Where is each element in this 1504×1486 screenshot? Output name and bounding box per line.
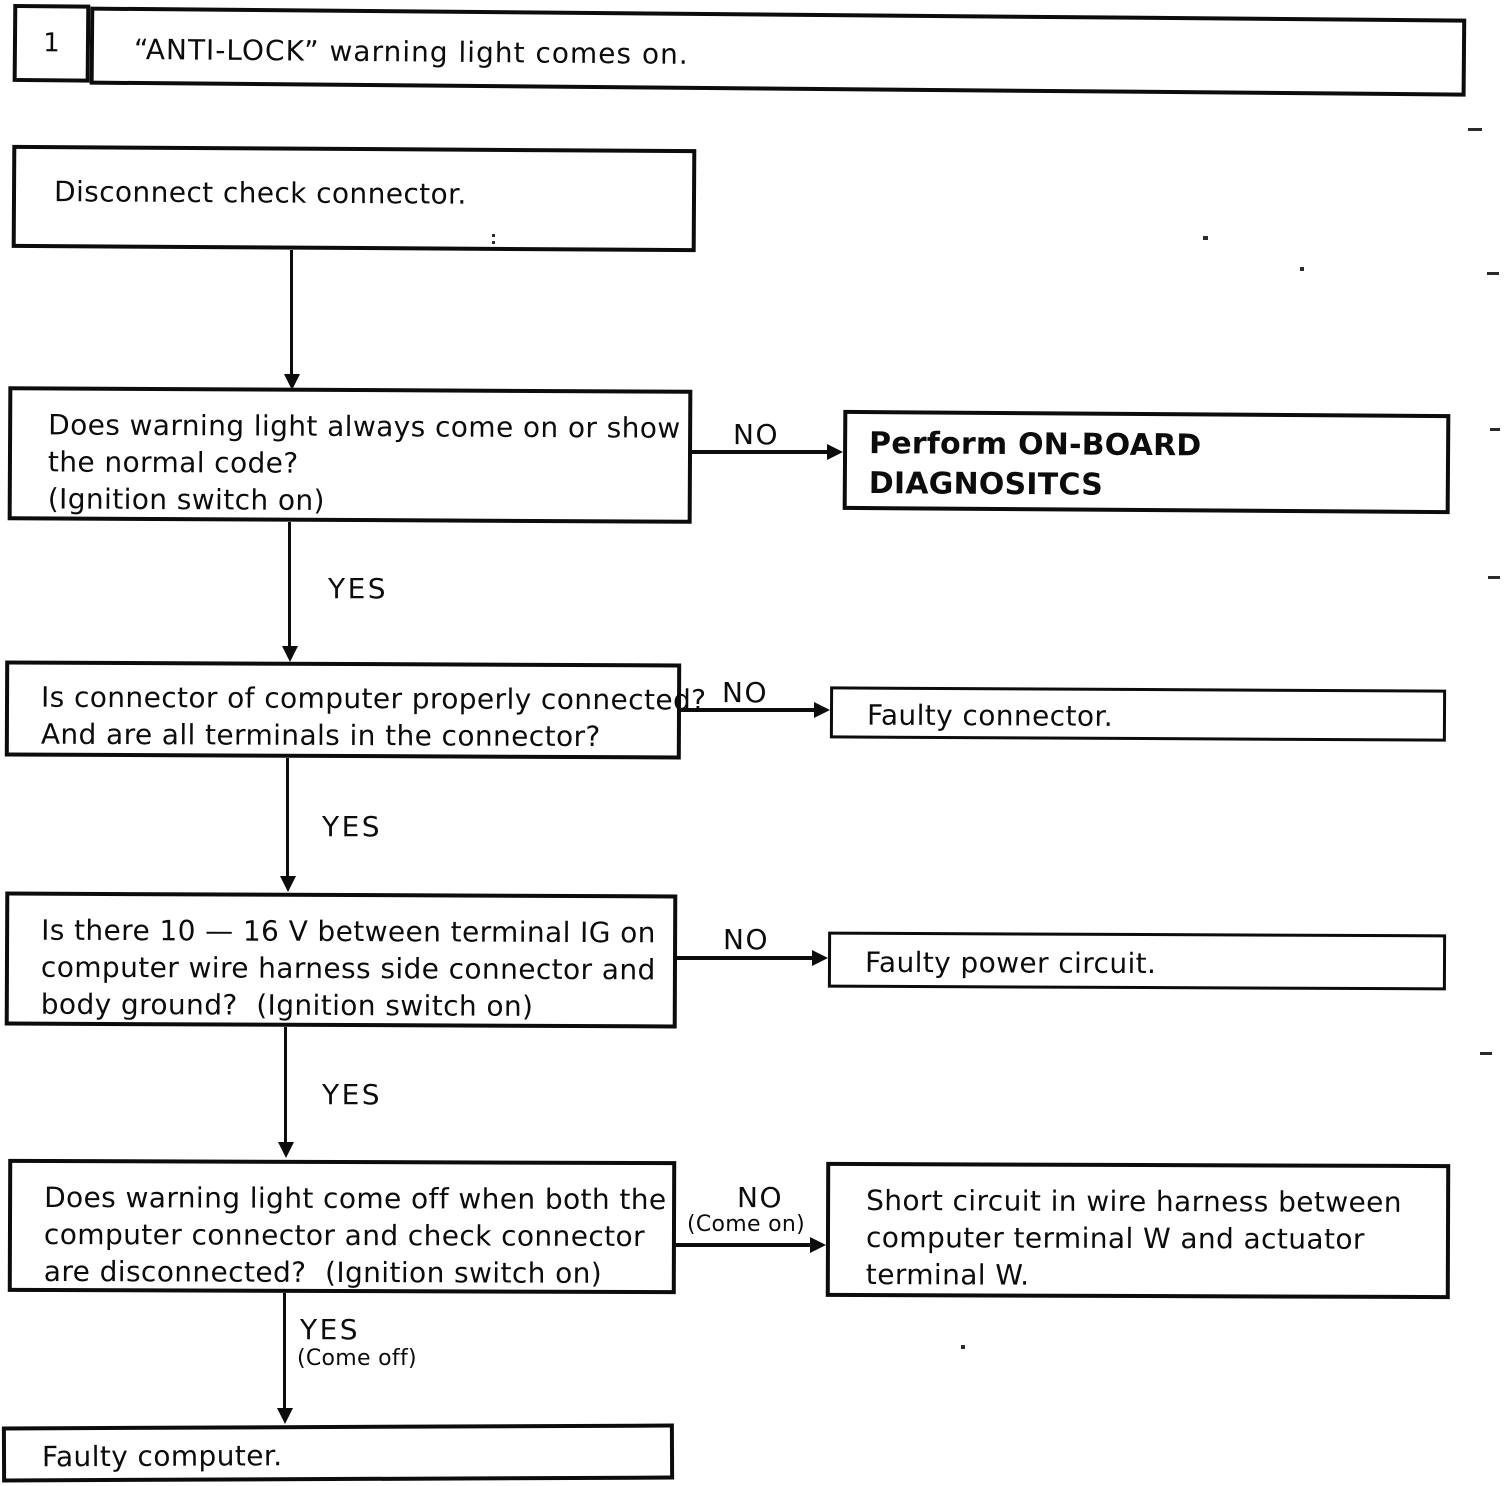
result-text: Faulty computer. <box>41 1439 283 1474</box>
arrow-head <box>827 444 843 460</box>
scan-artifact <box>1203 236 1208 240</box>
result-box-faulty-power-circuit: Faulty power circuit. <box>827 931 1447 991</box>
process-text: Disconnect check connector. <box>53 175 467 211</box>
arrow-head <box>810 1237 826 1253</box>
scan-artifact <box>492 234 495 237</box>
arrow-head <box>280 876 296 892</box>
yes-label-3: YES <box>322 1078 383 1111</box>
result-box-faulty-connector: Faulty connector. <box>829 686 1447 742</box>
decision-box-light-come-off: Does warning light come off when both th… <box>7 1158 677 1295</box>
arrow-line <box>677 956 814 960</box>
scan-artifact <box>1490 428 1500 431</box>
result-text-line: DIAGNOSITCS <box>868 466 1104 503</box>
scan-artifact <box>961 1345 965 1349</box>
arrow-line <box>283 1293 286 1410</box>
decision-text-line: And are all terminals in the connector? <box>40 717 601 754</box>
arrow-line <box>286 758 289 878</box>
arrow-line <box>288 522 291 648</box>
no-label-3: NO <box>723 923 769 956</box>
no-label-4: NO <box>737 1181 783 1214</box>
arrow-line <box>676 1243 812 1247</box>
decision-box-warning-light-code: Does warning light always come on or sho… <box>7 386 693 524</box>
result-box-perform-on-board-diagnostics: Perform ON-BOARD DIAGNOSITCS <box>842 409 1451 515</box>
no-label-1: NO <box>733 418 779 451</box>
arrow-head <box>277 1408 293 1424</box>
scan-artifact <box>1488 576 1500 579</box>
scan-artifact <box>1480 1052 1492 1055</box>
result-box-faulty-computer: Faulty computer. <box>1 1423 675 1483</box>
no-sublabel-come-on: (Come on) <box>687 1212 806 1237</box>
arrow-line <box>284 1027 287 1144</box>
decision-text-line: Does warning light come off when both th… <box>44 1180 667 1217</box>
result-text-line: Short circuit in wire harness between <box>866 1184 1403 1219</box>
arrow-line <box>681 708 816 712</box>
arrow-line <box>290 250 293 376</box>
decision-text-line: are disconnected? (Ignition switch on) <box>43 1254 603 1290</box>
arrow-head <box>284 374 300 390</box>
header-title: “ANTI-LOCK” warning light comes on. <box>133 32 689 71</box>
result-text-line: terminal W. <box>865 1258 1030 1292</box>
arrow-head <box>282 646 298 662</box>
decision-text-line: computer connector and check connector <box>43 1217 646 1254</box>
arrow-line <box>692 450 829 454</box>
decision-text-line: body ground? (Ignition switch on) <box>40 987 534 1023</box>
yes-sublabel-come-off: (Come off) <box>297 1346 417 1371</box>
decision-text-line: Does warning light always come on or sho… <box>48 408 681 445</box>
arrow-head <box>278 1142 294 1158</box>
decision-text-line: computer wire harness side connector and <box>40 950 656 987</box>
result-text-line: Perform ON-BOARD <box>868 426 1202 464</box>
arrow-head <box>814 702 830 718</box>
decision-text-line: the normal code? <box>47 445 299 480</box>
decision-box-voltage-check: Is there 10 — 16 V between terminal IG o… <box>4 891 678 1029</box>
result-text: Faulty power circuit. <box>864 945 1157 981</box>
result-text: Faulty connector. <box>866 698 1114 733</box>
yes-label-2: YES <box>322 810 383 843</box>
decision-text-line: (Ignition switch on) <box>47 482 325 517</box>
yes-label-1: YES <box>328 572 389 605</box>
arrow-head <box>812 950 828 966</box>
result-text-line: computer terminal W and actuator <box>865 1221 1365 1256</box>
step-number: 1 <box>43 28 60 59</box>
scan-artifact <box>1300 267 1304 271</box>
step-number-box: 1 <box>12 3 91 83</box>
scan-artifact <box>1487 272 1499 275</box>
scan-artifact <box>492 241 495 244</box>
result-box-short-circuit: Short circuit in wire harness between co… <box>825 1161 1451 1300</box>
decision-text-line: Is there 10 — 16 V between terminal IG o… <box>41 913 656 950</box>
header-row: 1 “ANTI-LOCK” warning light comes on. <box>0 0 1504 113</box>
scan-artifact <box>1468 128 1482 131</box>
yes-label-4: YES <box>300 1313 361 1346</box>
no-label-2: NO <box>722 676 768 709</box>
decision-text-line: Is connector of computer properly connec… <box>40 680 707 717</box>
decision-box-connector-connected: Is connector of computer properly connec… <box>4 660 707 760</box>
process-box-disconnect-check-connector: Disconnect check connector. <box>11 144 697 253</box>
header-title-box: “ANTI-LOCK” warning light comes on. <box>89 6 1467 97</box>
